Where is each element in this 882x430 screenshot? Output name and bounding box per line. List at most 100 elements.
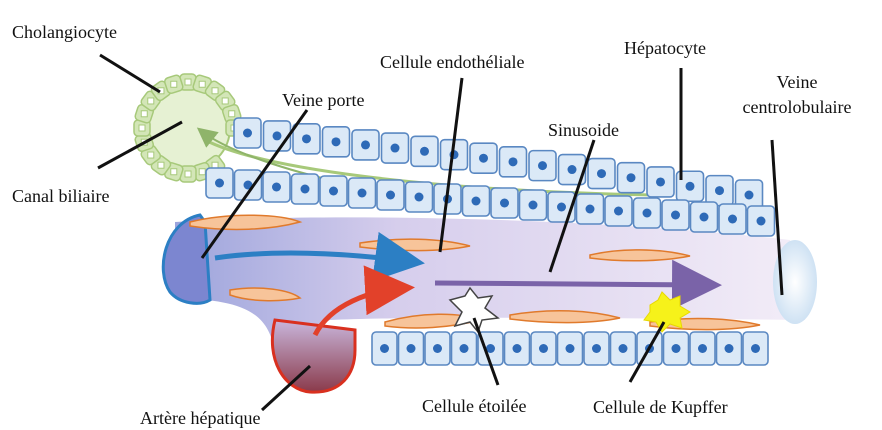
hepatocyte [717, 332, 742, 365]
hepatocyte-nucleus [479, 154, 488, 163]
hepatocyte [618, 163, 645, 193]
hepatocyte [352, 130, 379, 160]
cholangiocyte-nucleus [148, 152, 154, 158]
hepatocyte [406, 182, 433, 212]
hepatocyte [520, 190, 547, 220]
cholangiocyte-nucleus [199, 81, 205, 87]
label-veine-porte: Veine porte [282, 90, 364, 110]
hepatocyte [293, 124, 320, 154]
hepatocyte [263, 172, 290, 202]
label-cellule-etoilee: Cellule étoilée [422, 396, 526, 416]
label-veine-centrolobulaire-line2: centrolobulaire [722, 97, 872, 117]
hepatocyte-nucleus [539, 344, 548, 353]
hepatocyte-nucleus [619, 344, 628, 353]
hepatocyte-nucleus [380, 344, 389, 353]
label-veine-centrolobulaire-line1: Veine [722, 72, 872, 92]
hepatocyte-nucleus [728, 215, 737, 224]
hepatocyte-nucleus [568, 165, 577, 174]
hepatocyte [470, 143, 497, 173]
leader-cholangiocyte [100, 55, 160, 92]
hepatocyte [452, 332, 477, 365]
hepatocyte-nucleus [698, 344, 707, 353]
cholangiocyte-nucleus [222, 98, 228, 104]
hepatocyte [706, 176, 733, 206]
hepatocyte [558, 332, 583, 365]
cholangiocyte-nucleus [212, 88, 218, 94]
hepatocyte [691, 202, 718, 232]
cholangiocyte-nucleus [158, 162, 164, 168]
hepatocyte-nucleus [529, 201, 538, 210]
hepatocyte [664, 332, 689, 365]
hepatocyte-nucleus [386, 191, 395, 200]
hepatocyte-nucleus [643, 209, 652, 218]
hepatocyte-nucleus [597, 169, 606, 178]
hepatocyte-nucleus [361, 140, 370, 149]
hepatocyte-nucleus [672, 344, 681, 353]
hepatocyte [372, 332, 397, 365]
label-cellule-kupffer: Cellule de Kupffer [593, 397, 728, 417]
hepatocyte-nucleus [614, 207, 623, 216]
hepatocyte [662, 200, 689, 230]
hepatocyte [377, 180, 404, 210]
hepatocyte [647, 167, 674, 197]
hepatocyte-nucleus [557, 203, 566, 212]
hepatocyte [206, 168, 233, 198]
hepatocyte-nucleus [592, 344, 601, 353]
hepatocyte-nucleus [407, 344, 416, 353]
label-cholangiocyte: Cholangiocyte [12, 22, 117, 42]
hepatocyte-nucleus [715, 186, 724, 195]
hepatocyte-nucleus [472, 197, 481, 206]
sinusoid-flow-arrow [435, 283, 712, 285]
hepatocyte-nucleus [757, 217, 766, 226]
cholangiocyte-nucleus [139, 125, 145, 131]
hepatocyte-nucleus [656, 177, 665, 186]
hepatocyte [264, 121, 291, 151]
hepatocyte-nucleus [243, 129, 252, 138]
hepatocyte-nucleus [725, 344, 734, 353]
hepatocyte-nucleus [460, 344, 469, 353]
hepatocyte-nucleus [391, 144, 400, 153]
hepatocyte [323, 127, 350, 157]
hepatocyte [234, 118, 261, 148]
hepatocyte-nucleus [745, 191, 754, 200]
hepatocyte-nucleus [433, 344, 442, 353]
hepatocyte-nucleus [358, 189, 367, 198]
cholangiocyte-nucleus [185, 171, 191, 177]
hepatocyte [491, 188, 518, 218]
hepatocyte [382, 133, 409, 163]
hepatocyte [584, 332, 609, 365]
hepatocyte [411, 136, 438, 166]
label-hepatocyte: Hépatocyte [624, 38, 706, 58]
hepatocyte [531, 332, 556, 365]
hepatocyte [292, 174, 319, 204]
hepatocyte [500, 147, 527, 177]
hepatocyte [399, 332, 424, 365]
hepatocyte-nucleus [272, 183, 281, 192]
hepatocyte [605, 196, 632, 226]
cholangiocyte-nucleus [148, 98, 154, 104]
hepatocyte [349, 178, 376, 208]
label-veine-centrolobulaire: Veine centrolobulaire [722, 72, 872, 117]
hepatocyte [743, 332, 768, 365]
label-artere-hepatique: Artère hépatique [140, 408, 260, 428]
hepatocyte-nucleus [500, 199, 509, 208]
hepatocyte-nucleus [586, 205, 595, 214]
hepatocyte-nucleus [538, 161, 547, 170]
hepatocyte [634, 198, 661, 228]
hepatocyte-nucleus [329, 187, 338, 196]
hepatic-artery [272, 320, 355, 392]
hepatocyte [719, 204, 746, 234]
hepatocyte-nucleus [566, 344, 575, 353]
label-cellule-endotheliale: Cellule endothéliale [380, 52, 524, 72]
cholangiocyte-nucleus [171, 81, 177, 87]
label-sinusoide: Sinusoide [548, 120, 619, 140]
cholangiocyte-nucleus [185, 79, 191, 85]
hepatocyte [577, 194, 604, 224]
hepatocyte [529, 151, 556, 181]
cholangiocyte-nucleus [229, 111, 235, 117]
hepatocyte-nucleus [509, 157, 518, 166]
hepatocyte-nucleus [627, 173, 636, 182]
hepatocyte-nucleus [671, 211, 680, 220]
cholangiocyte-nucleus [171, 169, 177, 175]
cholangiocyte-nucleus [199, 169, 205, 175]
